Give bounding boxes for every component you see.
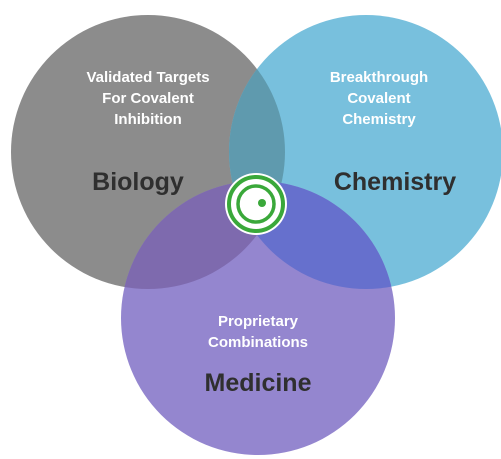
- chemistry-medicine-overlap: [229, 181, 395, 289]
- medicine-subtitle: Proprietary Combinations: [170, 311, 346, 353]
- biology-subtitle: Validated Targets For Covalent Inhibitio…: [48, 67, 248, 130]
- chemistry-subtitle-line-2: Covalent: [347, 90, 411, 107]
- biology-subtitle-line-3: Inhibition: [114, 111, 182, 128]
- biology-label-group: Validated Targets For Covalent Inhibitio…: [48, 67, 248, 130]
- medicine-subtitle-line-1: Proprietary: [217, 313, 299, 330]
- chemistry-subtitle-line-3: Chemistry: [342, 111, 416, 128]
- target-logo-icon: [225, 173, 287, 235]
- chemistry-subtitle: Breakthrough Covalent Chemistry: [294, 67, 464, 130]
- chemistry-subtitle-line-1: Breakthrough: [329, 69, 429, 86]
- medicine-subtitle-line-2: Combinations: [208, 334, 308, 351]
- chemistry-label-group: Breakthrough Covalent Chemistry: [294, 67, 464, 130]
- chemistry-title: Chemistry: [333, 168, 457, 196]
- biology-title: Biology: [92, 168, 184, 196]
- biology-medicine-overlap: [121, 181, 285, 289]
- biology-subtitle-line-1: Validated Targets: [86, 69, 210, 86]
- medicine-label-group: Proprietary Combinations: [170, 311, 346, 353]
- biology-subtitle-line-2: For Covalent: [102, 90, 194, 107]
- medicine-title: Medicine: [204, 369, 312, 397]
